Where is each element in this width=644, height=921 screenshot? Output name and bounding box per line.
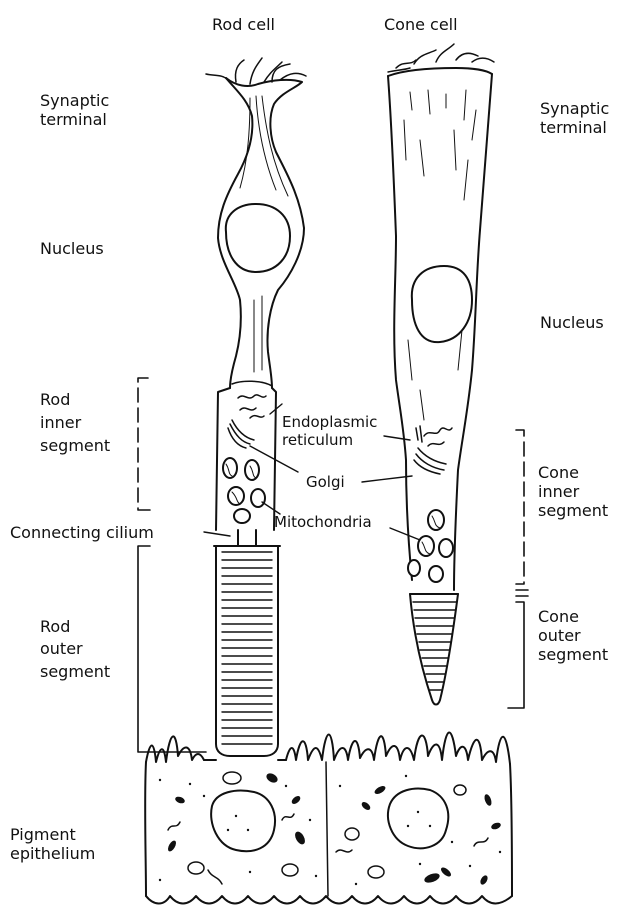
synaptic-terminal-label-left: Synaptic terminal — [40, 92, 109, 130]
pigment-epithelium-label: Pigment epithelium — [10, 826, 95, 864]
synaptic-terminal-label-right: Synaptic terminal — [540, 100, 609, 138]
nucleus-label-right: Nucleus — [540, 314, 604, 333]
endoplasmic-reticulum-label: Endoplasmic reticulum — [282, 414, 377, 449]
pigment-epithelium-drawing — [145, 732, 512, 903]
cone-cell-title: Cone cell — [384, 16, 458, 35]
mitochondria-label: Mitochondria — [274, 514, 372, 532]
cone-outer-segment-label: Cone outer segment — [538, 608, 608, 665]
cone-inner-segment-label: Cone inner segment — [538, 464, 608, 521]
rod-cell-title: Rod cell — [212, 16, 275, 35]
connecting-cilium-label: Connecting cilium — [10, 524, 154, 543]
nucleus-label-left: Nucleus — [40, 240, 104, 259]
rod-outer-segment-label: Rod outer segment — [40, 616, 110, 683]
golgi-label: Golgi — [306, 474, 345, 492]
rod-inner-segment-label: Rod inner segment — [40, 388, 110, 458]
rod-brackets — [138, 378, 206, 752]
cone-brackets — [508, 430, 528, 708]
rod-cell-body — [206, 58, 306, 756]
cone-cell-body — [388, 44, 494, 705]
